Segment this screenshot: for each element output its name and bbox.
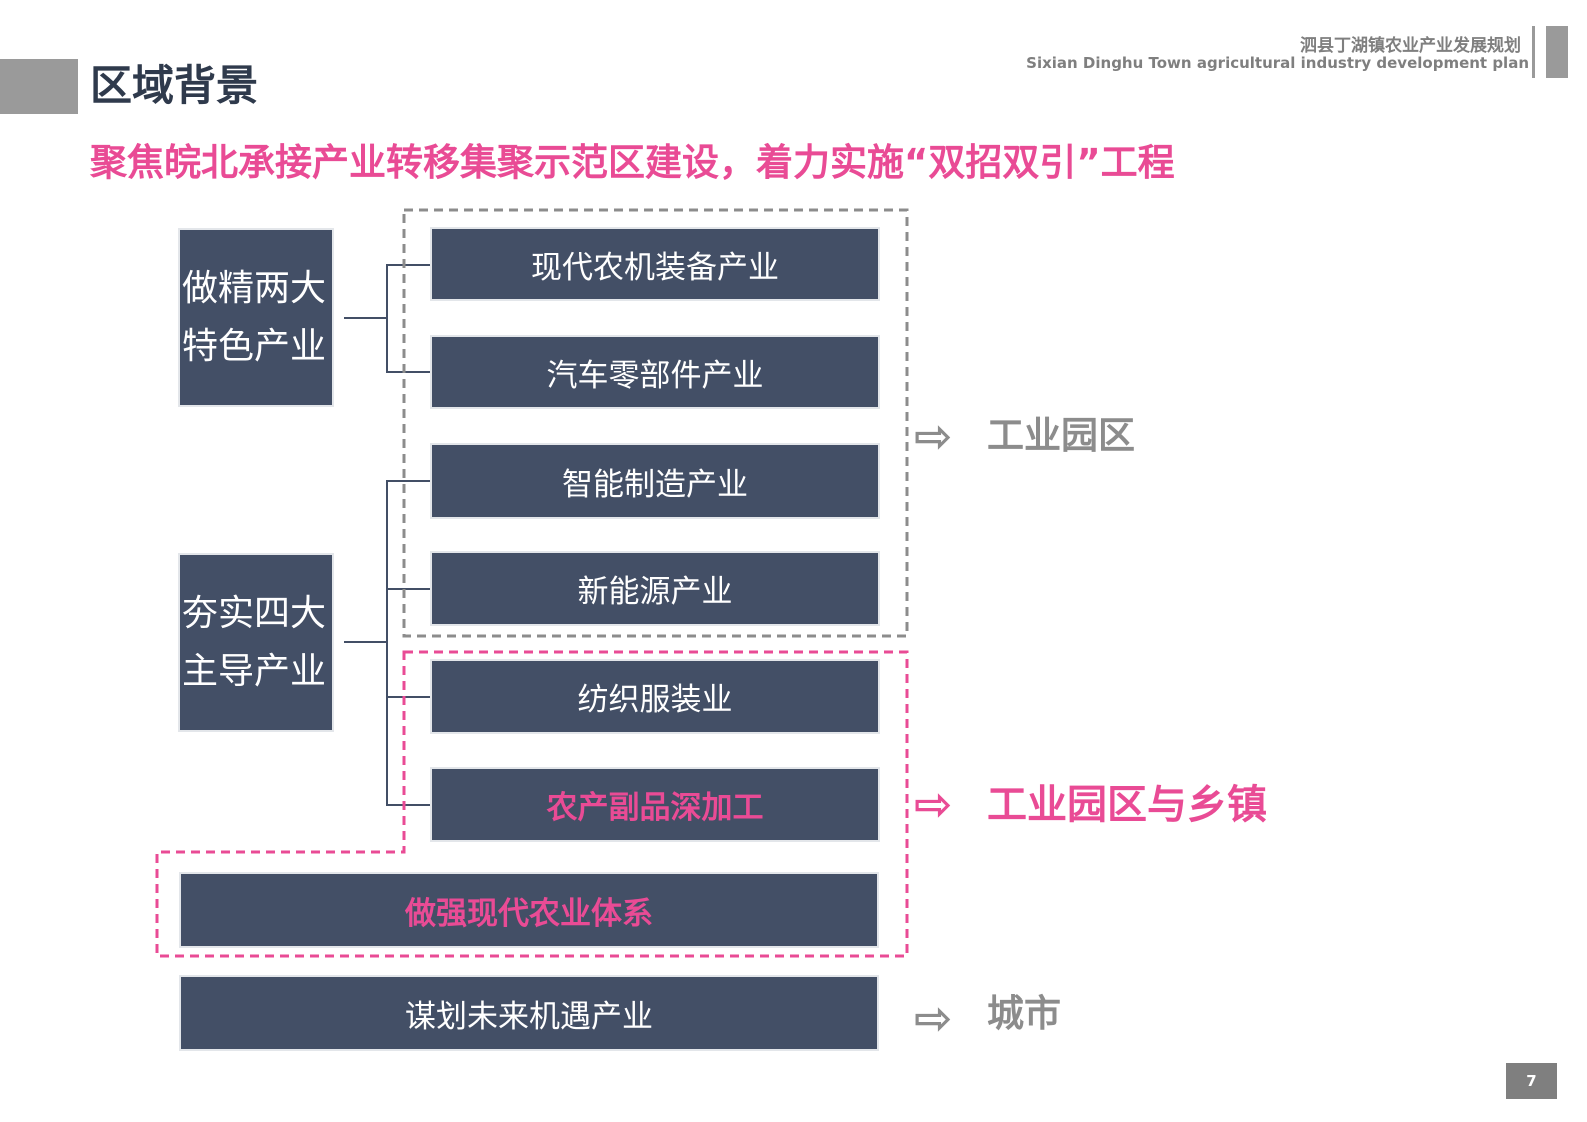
industry-box: 新能源产业 <box>432 553 878 624</box>
connector-line <box>386 371 431 373</box>
header-corner-bar <box>1546 26 1568 78</box>
destination-label: 工业园区与乡镇 <box>987 782 1267 828</box>
destination-label: 城市 <box>987 992 1061 1035</box>
page-number: 7 <box>1506 1063 1557 1099</box>
group-label-line1: 夯实四大 <box>182 592 327 634</box>
header-divider <box>1532 26 1535 78</box>
group-box-leading: 夯实四大 主导产业 <box>180 555 332 730</box>
connector-line <box>386 264 388 372</box>
group-label-line1: 做精两大 <box>182 267 327 309</box>
connector-line <box>386 480 388 805</box>
doc-title-en: Sixian Dinghu Town agricultural industry… <box>1026 54 1529 72</box>
connector-line <box>344 317 387 319</box>
group-label-line2: 特色产业 <box>182 325 327 367</box>
destination-label: 工业园区 <box>987 414 1135 457</box>
industry-box: 汽车零部件产业 <box>432 337 878 407</box>
title-accent-bar <box>0 59 78 114</box>
town-outline <box>155 650 909 958</box>
connector-line <box>344 641 387 643</box>
industry-box: 纺织服装业 <box>432 661 878 732</box>
future-industry-box: 谋划未来机遇产业 <box>181 977 877 1049</box>
connector-line <box>386 804 431 806</box>
group-label-line2: 主导产业 <box>182 650 327 692</box>
industry-box-highlight: 农产副品深加工 <box>432 769 878 840</box>
connector-line <box>386 480 431 482</box>
destination-arrow-icon: ⇨ <box>914 409 953 463</box>
industry-box: 智能制造产业 <box>432 445 878 517</box>
industry-box: 现代农机装备产业 <box>432 229 878 299</box>
connector-line <box>386 588 431 590</box>
doc-title-cn: 泗县丁湖镇农业产业发展规划 <box>1300 36 1521 56</box>
subtitle: 聚焦皖北承接产业转移集聚示范区建设，着力实施“双招双引”工程 <box>90 141 1175 184</box>
connector-line <box>386 696 431 698</box>
destination-arrow-icon: ⇨ <box>914 991 953 1045</box>
page-title: 区域背景 <box>90 61 259 110</box>
group-box-featured: 做精两大 特色产业 <box>180 230 332 405</box>
industrial-park-outline <box>402 208 909 638</box>
destination-arrow-icon: ⇨ <box>914 777 953 831</box>
connector-line <box>386 264 431 266</box>
modern-agriculture-box: 做强现代农业体系 <box>181 874 877 946</box>
